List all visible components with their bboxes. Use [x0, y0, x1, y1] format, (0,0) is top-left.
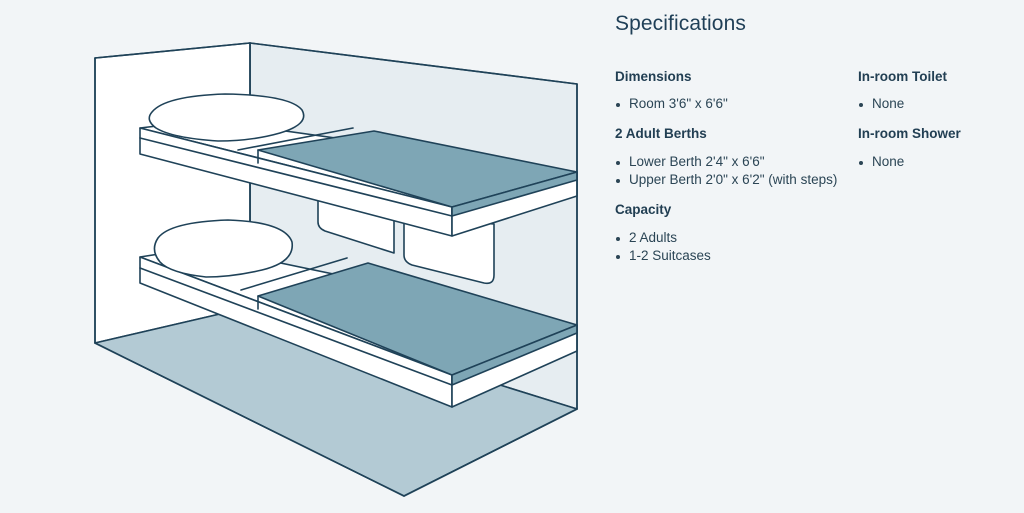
- berths-heading: 2 Adult Berths: [615, 126, 707, 141]
- list-item: Upper Berth 2'0" x 6'2" (with steps): [615, 171, 837, 189]
- dimensions-heading: Dimensions: [615, 69, 692, 84]
- specifications-title: Specifications: [615, 12, 746, 35]
- list-item: 2 Adults: [615, 229, 711, 247]
- list-item: 1-2 Suitcases: [615, 247, 711, 265]
- list-item: Lower Berth 2'4" x 6'6": [615, 153, 837, 171]
- dimensions-list: Room 3'6" x 6'6": [615, 95, 728, 113]
- upper-pillow: [148, 93, 305, 142]
- shower-list: None: [858, 153, 904, 171]
- list-item: None: [858, 153, 904, 171]
- berths-list: Lower Berth 2'4" x 6'6" Upper Berth 2'0"…: [615, 153, 837, 189]
- capacity-heading: Capacity: [615, 202, 672, 217]
- lower-pillow: [153, 219, 293, 278]
- specifications-panel: Specifications Dimensions Room 3'6" x 6'…: [615, 12, 1015, 263]
- list-item: Room 3'6" x 6'6": [615, 95, 728, 113]
- list-item: None: [858, 95, 904, 113]
- toilet-list: None: [858, 95, 904, 113]
- room-illustration: [94, 42, 578, 497]
- berth-steps: [317, 197, 495, 285]
- toilet-heading: In-room Toilet: [858, 69, 947, 84]
- shower-heading: In-room Shower: [858, 126, 961, 141]
- capacity-list: 2 Adults 1-2 Suitcases: [615, 229, 711, 265]
